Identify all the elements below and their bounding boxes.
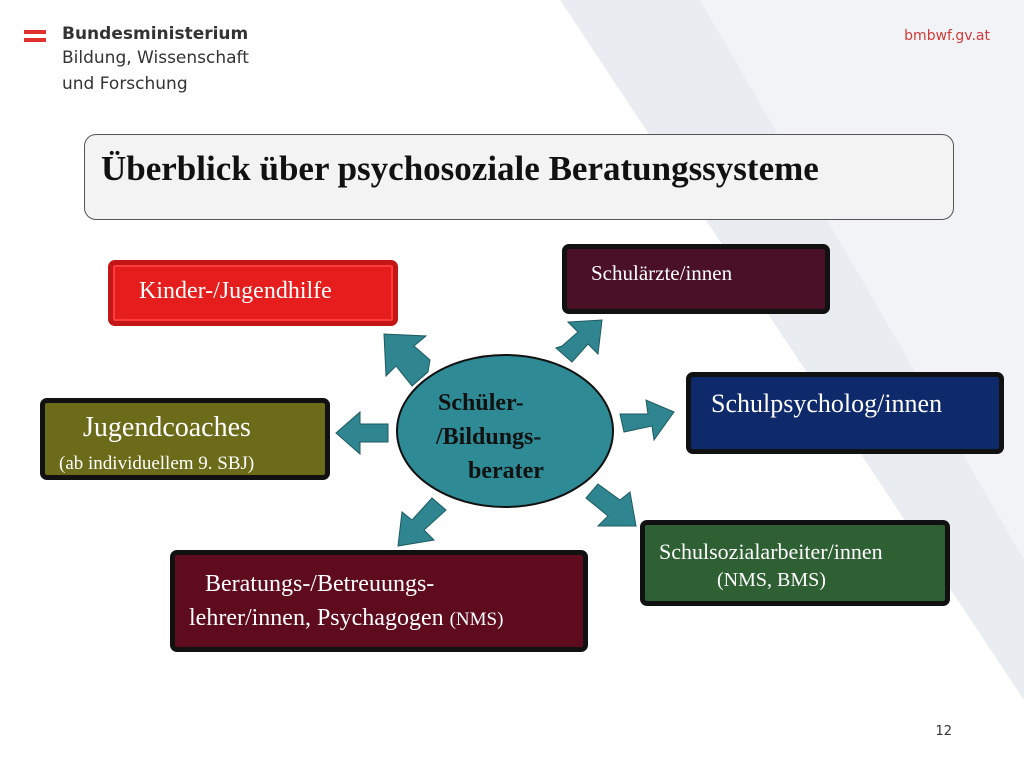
node-schulpsych-label: Schulpsycholog/innen <box>711 389 943 418</box>
website-link[interactable]: bmbwf.gv.at <box>904 28 990 44</box>
node-beratung-line1: Beratungs-/Betreuungs- <box>205 571 435 597</box>
arrow-to-beratung <box>397 497 447 547</box>
node-beratung-suffix: (NMS) <box>449 609 504 630</box>
slide-title-box: Überblick über psychosoziale Beratungssy… <box>84 134 954 220</box>
node-jugendcoaches-sub: (ab individuellem 9. SBJ) <box>59 453 255 474</box>
node-schulaerzte: Schulärzte/innen <box>562 244 830 314</box>
ministry-name-line1: Bundesministerium <box>62 24 249 44</box>
arrow-to-jugendcoaches <box>335 410 389 456</box>
node-sozial-line2: (NMS, BMS) <box>717 569 826 591</box>
node-beratung-line2: lehrer/innen, Psychagogen (NMS) <box>189 605 503 632</box>
ministry-name-line2: Bildung, Wissenschaft <box>62 48 249 68</box>
node-beratungslehrer: Beratungs-/Betreuungs- lehrer/innen, Psy… <box>170 550 588 652</box>
slide-title: Überblick über psychosoziale Beratungssy… <box>101 149 819 188</box>
node-schulsozialarbeiter: Schulsozialarbeiter/innen (NMS, BMS) <box>640 520 950 606</box>
node-sozial-line1: Schulsozialarbeiter/innen <box>659 539 883 564</box>
node-kinder-label: Kinder-/Jugendhilfe <box>139 278 332 304</box>
arrow-to-schulaerzte <box>555 319 603 363</box>
node-beratung-line2-main: lehrer/innen, Psychagogen <box>189 605 450 631</box>
center-label-line3: berater <box>468 458 544 484</box>
arrow-to-sozial <box>585 483 637 527</box>
page-number: 12 <box>935 724 952 739</box>
center-node <box>396 354 614 508</box>
node-kinder-jugendhilfe: Kinder-/Jugendhilfe <box>108 260 398 326</box>
austria-flag-icon <box>24 30 46 42</box>
node-jugendcoaches: Jugendcoaches (ab individuellem 9. SBJ) <box>40 398 330 480</box>
arrow-to-kinder <box>383 333 431 387</box>
center-label-line2: /Bildungs- <box>436 424 542 450</box>
node-schulaerzte-label: Schulärzte/innen <box>591 261 733 285</box>
node-schulpsychologen: Schulpsycholog/innen <box>686 372 1004 454</box>
node-jugendcoaches-label: Jugendcoaches <box>83 412 251 443</box>
center-label-line1: Schüler- <box>438 390 524 416</box>
arrow-to-schulpsych <box>619 399 675 442</box>
ministry-name-line3: und Forschung <box>62 74 188 94</box>
